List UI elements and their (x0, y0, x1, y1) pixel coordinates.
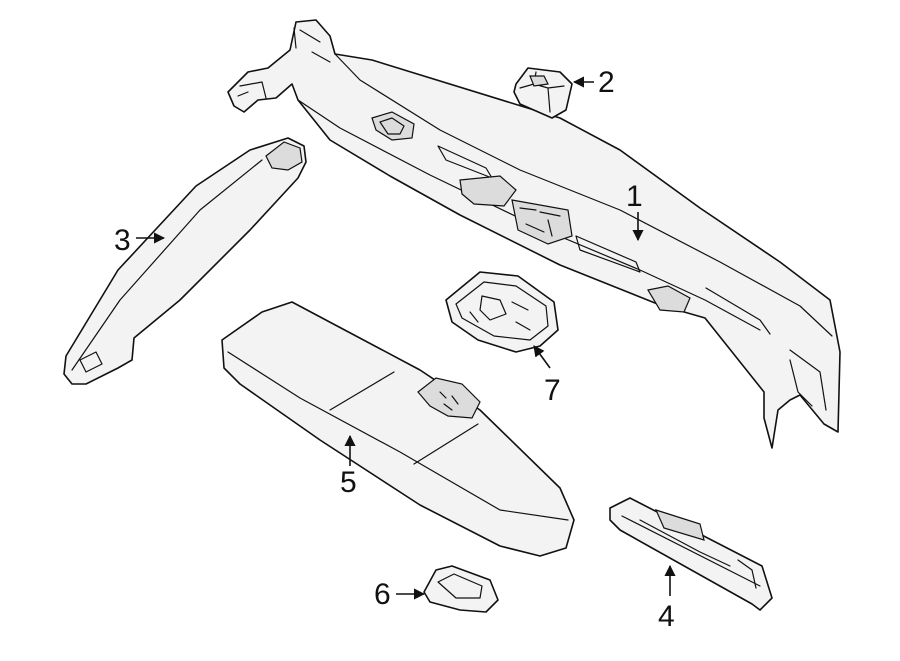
callout-5: 5 (340, 434, 357, 499)
callout-label: 6 (374, 578, 391, 611)
callout-4: 4 (658, 564, 676, 633)
callout-label: 5 (340, 466, 357, 499)
callout-6: 6 (374, 578, 426, 611)
callout-label: 2 (598, 66, 615, 99)
part-1-header-panel (227, 19, 841, 449)
callout-label: 4 (658, 600, 675, 633)
callout-label: 3 (114, 224, 131, 257)
callout-label: 7 (544, 374, 561, 407)
part-3-pillar-trim (63, 137, 307, 385)
callout-3: 3 (114, 224, 166, 257)
callout-2: 2 (572, 66, 615, 99)
part-6-pad (423, 565, 499, 613)
callout-label: 1 (626, 180, 643, 213)
part-7-bracket-plate (445, 271, 559, 353)
part-2-clip (513, 67, 573, 119)
callout-7: 7 (533, 345, 561, 407)
part-5-sun-visor (221, 301, 575, 557)
callout-1: 1 (626, 180, 644, 242)
part-4-trim-piece (609, 497, 773, 611)
